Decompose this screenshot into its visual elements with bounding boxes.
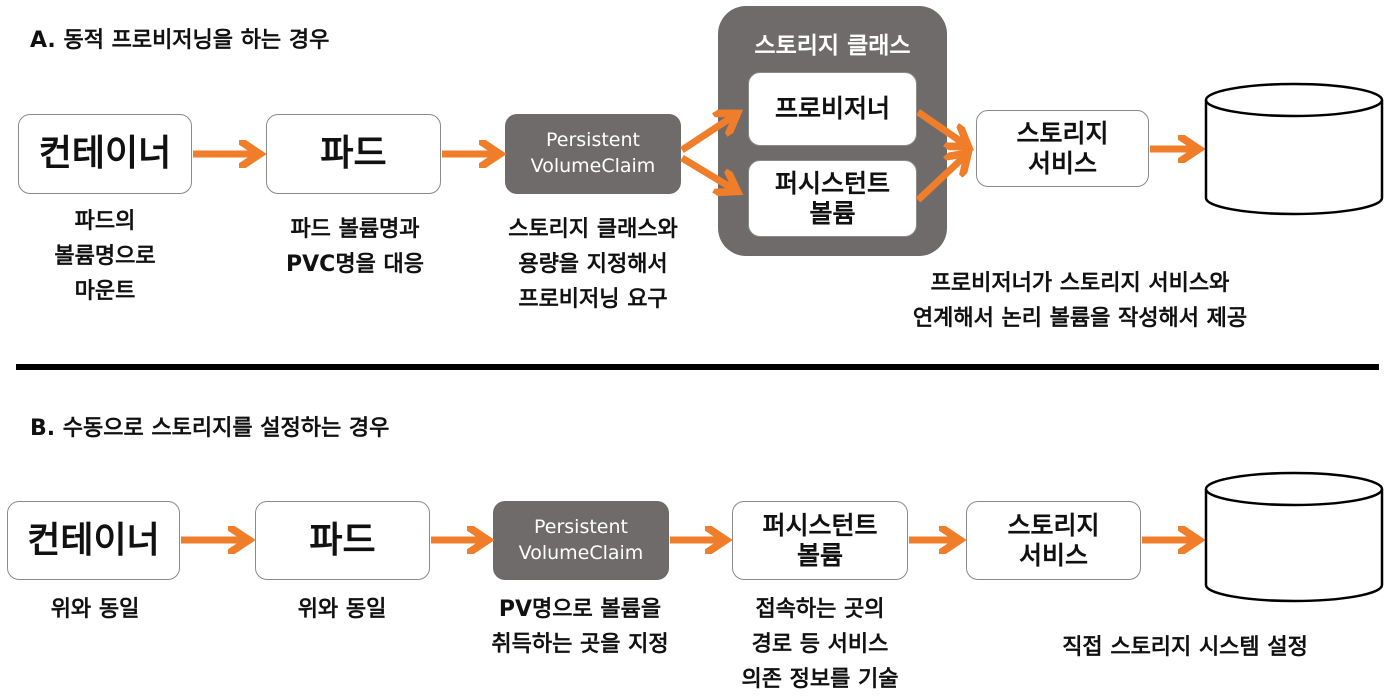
b-caption-pod: 위와 동일 bbox=[297, 597, 387, 622]
b-caption-container: 위와 동일 bbox=[50, 597, 140, 622]
a-storage-service-line2: 서비스 bbox=[1027, 148, 1097, 178]
a-pv-line1: 퍼시스턴트 bbox=[774, 168, 890, 198]
b-storage-service-line2: 서비스 bbox=[1018, 540, 1088, 570]
a-provisioner-box: 프로비저너 bbox=[748, 72, 917, 146]
a-storage-service-line1: 스토리지 bbox=[1016, 118, 1109, 148]
b-pv-line1: 퍼시스턴트 bbox=[762, 510, 878, 540]
a-caption-pvc: 스토리지 클래스와 용량을 지정해서 프로비저닝 요구 bbox=[508, 217, 678, 313]
b-caption-pvc: PV명으로 볼륨을 취득하는 곳을 지정 bbox=[491, 597, 669, 658]
b-pvc-line2: VolumeClaim bbox=[518, 541, 644, 564]
a-pvc-line1: Persistent bbox=[546, 129, 640, 152]
a-caption-pod: 파드 볼륨명과 PVC명을 대응 bbox=[286, 217, 424, 278]
section-b-title: B. 수동으로 스토리지를 설정하는 경우 bbox=[30, 416, 390, 441]
b-caption-right: 직접 스토리지 시스템 설정 bbox=[1062, 635, 1308, 660]
storage-class-title: 스토리지 클래스 bbox=[754, 33, 911, 59]
b-caption-pv: 접속하는 곳의 경로 등 서비스 의존 정보를 기술 bbox=[741, 597, 899, 693]
section-a-title: A. 동적 프로비저닝을 하는 경우 bbox=[30, 28, 330, 53]
b-storage-label: 스토리지 bbox=[1227, 533, 1361, 574]
b-storage-service-line1: 스토리지 bbox=[1007, 510, 1100, 540]
b-pvc-line1: Persistent bbox=[534, 515, 628, 538]
section-divider bbox=[16, 364, 1379, 370]
b-pod-box: 파드 bbox=[255, 501, 430, 580]
a-container-box: 컨테이너 bbox=[18, 114, 192, 194]
a-storage-label: 스토리지 bbox=[1227, 147, 1361, 188]
a-caption-container: 파드의 볼륨명으로 마운트 bbox=[54, 209, 156, 305]
a-pod-box: 파드 bbox=[266, 114, 441, 194]
b-pv-line2: 볼륨 bbox=[796, 540, 843, 570]
a-caption-right: 프로비저너가 스토리지 서비스와 연계해서 논리 볼륨을 작성해서 제공 bbox=[912, 271, 1248, 332]
a-pv-line2: 볼륨 bbox=[809, 198, 856, 228]
b-container-box: 컨테이너 bbox=[7, 501, 180, 580]
a-pvc-line2: VolumeClaim bbox=[530, 155, 656, 177]
